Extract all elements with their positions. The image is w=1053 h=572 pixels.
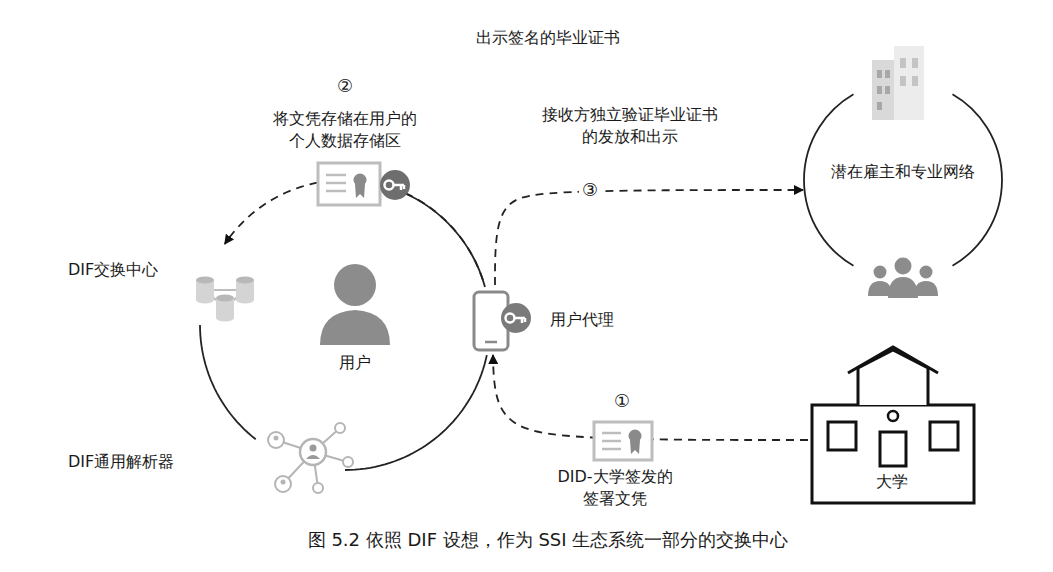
agent-node: 用户代理: [470, 285, 630, 355]
people-icon: [895, 258, 912, 275]
network-icon: [310, 445, 317, 452]
office-icon: [912, 58, 918, 68]
building-icon: [812, 405, 974, 503]
office-icon: [877, 102, 882, 110]
callout-number: ②: [334, 73, 356, 98]
credential-icon: [380, 170, 410, 200]
edge-label: 接收方独立验证毕业证书 的发放和出示: [540, 104, 720, 149]
network-icon: [343, 457, 353, 467]
phone-icon: [521, 318, 524, 323]
office-icon: [894, 46, 924, 120]
network-icon: [281, 480, 286, 485]
credential-icon: [400, 185, 403, 190]
network-icon: [300, 439, 326, 465]
phone-icon: [501, 303, 531, 333]
flow-connector: [345, 355, 487, 470]
person-icon: [320, 264, 390, 345]
credential-icon: [318, 163, 410, 205]
user-node: 用户: [305, 258, 405, 380]
database-icon: [196, 277, 214, 284]
building-icon: [848, 347, 938, 373]
credential-icon: [594, 422, 652, 460]
credential-icon: [594, 422, 652, 460]
credential-icon: [354, 174, 367, 187]
building-icon: [858, 350, 928, 405]
office-icon: [872, 60, 894, 120]
edge-label: 将文凭存储在用户的 个人数据存储区: [270, 108, 420, 153]
node-label: 用户代理: [550, 309, 614, 331]
network-icon: [275, 476, 291, 492]
university-node: 大学: [808, 345, 976, 505]
node-label: DIF通用解析器: [68, 451, 174, 473]
network-icon: [268, 423, 353, 493]
database-icon: [216, 295, 234, 302]
building-icon: [930, 422, 958, 450]
building-icon: [880, 432, 906, 466]
network-icon: [306, 455, 320, 459]
database-icon: [196, 297, 214, 304]
node-label: 潜在雇主和专业网络: [831, 161, 975, 183]
phone-icon: [506, 314, 515, 323]
network-icon: [335, 423, 345, 433]
person-icon: [320, 310, 390, 345]
building-icon: [812, 347, 974, 503]
network-icon: [274, 436, 279, 441]
people-icon: [888, 277, 918, 298]
people-icon: [874, 266, 887, 279]
credential-icon: [326, 182, 346, 185]
node-label: DIF交换中心: [68, 259, 158, 281]
figure-caption: 图 5.2 依照 DIF 设想，作为 SSI 生态系统一部分的交换中心: [48, 528, 1048, 551]
database-icon: [236, 277, 254, 284]
credential-icon: [326, 174, 346, 177]
node-label: 大学: [876, 471, 908, 493]
office-icon: [877, 70, 882, 78]
credential-icon: [318, 163, 380, 205]
person-icon: [334, 264, 376, 306]
people-icon: [868, 258, 938, 299]
database-icon: [196, 277, 254, 322]
credential-icon: [602, 432, 621, 435]
building-icon: [888, 411, 898, 421]
database-icon: [236, 297, 254, 304]
credential-icon: [326, 190, 346, 193]
credential-icon: [393, 184, 404, 187]
credential-icon: [602, 440, 621, 443]
office-icon: [885, 86, 890, 94]
flow-connector: [200, 325, 256, 439]
hub-node: DIF交换中心: [65, 245, 260, 320]
flow-connector: [495, 190, 803, 285]
office-icon: [872, 46, 924, 120]
node-label: 用户: [339, 352, 371, 374]
office-icon: [900, 76, 906, 86]
phone-icon: [474, 292, 531, 350]
credential-icon: [629, 430, 642, 443]
credential-icon: [602, 448, 621, 451]
office-icon: [877, 86, 882, 94]
edge-label: DID-大学签发的 签署文凭: [552, 466, 678, 511]
office-icon: [912, 76, 918, 86]
credential-icon: [385, 181, 394, 190]
office-icon: [885, 70, 890, 78]
phone-icon: [524, 318, 527, 322]
callout-number: ①: [611, 388, 633, 413]
people-icon: [920, 266, 933, 279]
callout-number: ③: [579, 177, 601, 202]
database-icon: [216, 315, 234, 322]
phone-icon: [514, 317, 525, 320]
network-icon: [313, 483, 323, 493]
employer-circle: 潜在雇主和专业网络: [803, 80, 1003, 280]
resolver-node: DIF通用解析器: [65, 440, 340, 485]
network-icon: [268, 432, 284, 448]
building-icon: [828, 422, 856, 450]
credential-icon: [403, 185, 406, 189]
office-icon: [900, 58, 906, 68]
circle-arc: [402, 192, 485, 287]
flow-note: 出示签名的毕业证书: [473, 27, 623, 49]
phone-icon: [485, 341, 497, 344]
